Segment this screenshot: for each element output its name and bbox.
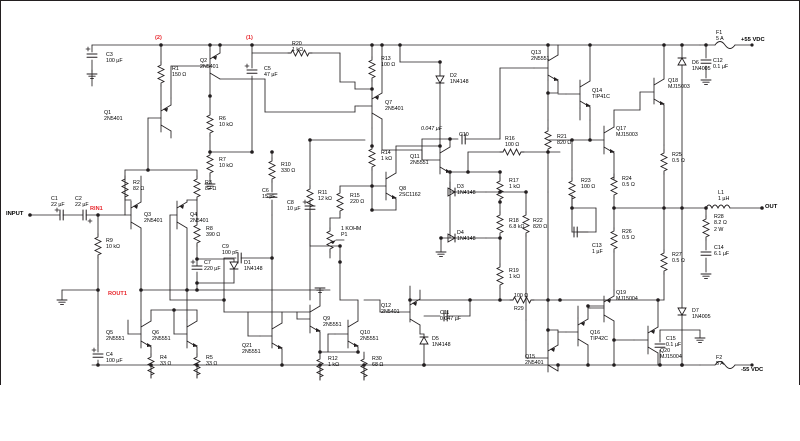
- node-rout1-label: ROUT1: [108, 291, 127, 297]
- label-C10: C10: [459, 132, 469, 138]
- label-C10-val: 0.047 µF: [421, 126, 443, 132]
- label-R29-val: 100 Ω: [514, 293, 529, 299]
- node-1-label: (1): [246, 35, 253, 41]
- label-R29: R29: [514, 306, 524, 312]
- terminal-out: OUT: [765, 204, 778, 210]
- terminal-vpos: +55 VDC: [741, 37, 765, 43]
- node-rin1-label: RIN1: [90, 206, 103, 212]
- terminal-vneg: -55 VDC: [741, 367, 764, 373]
- circuit-schematic: [28, 41, 764, 381]
- caption-area: FIGURE 11.10 A BJT emitter-follower ampl…: [0, 385, 800, 441]
- terminal-input: INPUT: [6, 211, 24, 217]
- node-2-label: (2): [155, 35, 162, 41]
